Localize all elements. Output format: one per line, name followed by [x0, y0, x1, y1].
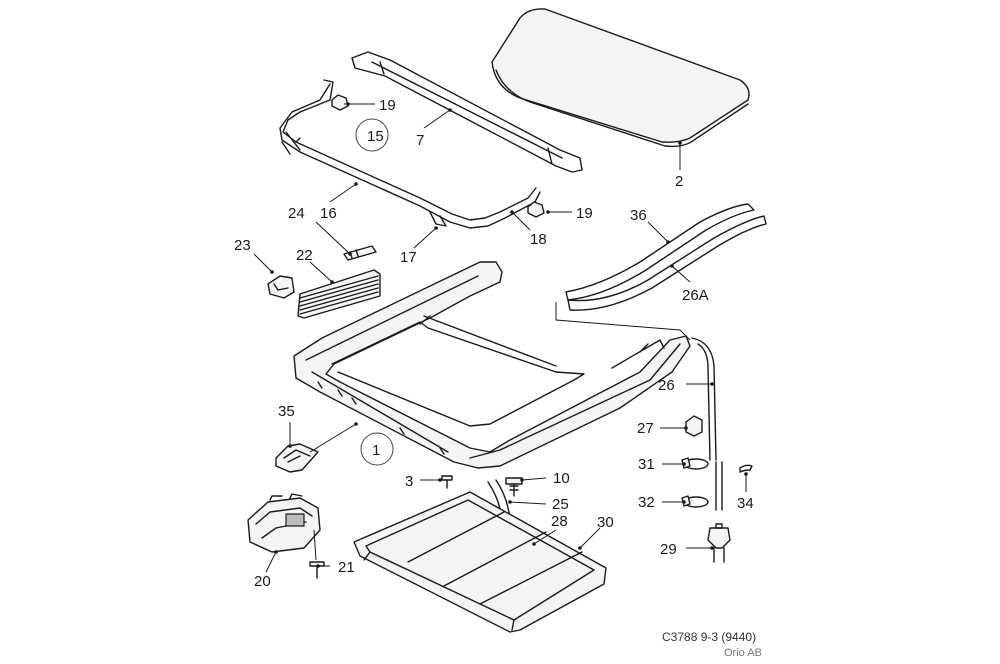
callout-36: 36	[630, 207, 647, 224]
callout-26: 26	[658, 377, 675, 394]
callout-31: 31	[638, 456, 655, 473]
reference-company: Orio AB	[724, 647, 762, 659]
callout-24: 24	[288, 205, 305, 222]
callout-22: 22	[296, 247, 313, 264]
callout-labels: 15 1 2 3 7 10 16 17 18 19 19 20 21 22 23…	[234, 97, 754, 590]
callout-20: 20	[254, 573, 271, 590]
leader-lines	[253, 102, 748, 573]
callout-21: 21	[338, 559, 355, 576]
callout-circle-1	[360, 432, 394, 466]
callout-30: 30	[597, 514, 614, 531]
part-36-seal	[565, 203, 755, 301]
seal-connection-line	[555, 302, 691, 341]
callout-1: 1	[372, 442, 380, 459]
callout-23: 23	[234, 237, 251, 254]
part-3-screw	[441, 475, 453, 489]
callout-26a: 26A	[682, 287, 709, 304]
part-27-grommet	[685, 415, 703, 437]
callout-16: 16	[320, 205, 337, 222]
callout-19-upper: 19	[379, 97, 396, 114]
part-26a-seal	[567, 215, 767, 311]
callout-32: 32	[638, 494, 655, 511]
part-21-screw	[309, 561, 325, 579]
callout-29: 29	[660, 541, 677, 558]
callout-7: 7	[416, 132, 424, 149]
part-7-front-member	[351, 51, 583, 173]
part-29-drain-valve	[707, 461, 731, 563]
part-26-drain-hose	[691, 337, 717, 461]
callout-25: 25	[552, 496, 569, 513]
callout-15: 15	[367, 128, 384, 145]
part-35-bracket	[275, 443, 319, 473]
part-15-sunshade-frame	[279, 79, 541, 229]
part-22-sunshade	[297, 269, 381, 319]
part-19-clip-upper	[331, 94, 349, 111]
callout-2: 2	[675, 173, 683, 190]
part-30-tray	[353, 491, 607, 633]
callout-34: 34	[737, 495, 754, 512]
callout-28: 28	[551, 513, 568, 530]
part-1-main-frame	[293, 261, 691, 469]
part-31-hose-clamp	[681, 457, 709, 470]
callout-27: 27	[637, 420, 654, 437]
callout-10: 10	[553, 470, 570, 487]
part-2-glass-panel	[491, 8, 750, 148]
part-10-screw	[505, 477, 523, 497]
part-23-clip	[267, 275, 295, 299]
part-20-motor	[247, 493, 321, 553]
part-34-small-part	[739, 464, 753, 473]
callout-3: 3	[405, 473, 413, 490]
callout-circle-15	[355, 118, 389, 152]
callout-17: 17	[400, 249, 417, 266]
part-32-hose-clamp	[681, 495, 709, 508]
part-19-clip-lower	[527, 201, 545, 218]
callout-18: 18	[530, 231, 547, 248]
callout-19-lower: 19	[576, 205, 593, 222]
reference-code: C3788 9-3 (9440)	[662, 630, 757, 644]
callout-35: 35	[278, 403, 295, 420]
